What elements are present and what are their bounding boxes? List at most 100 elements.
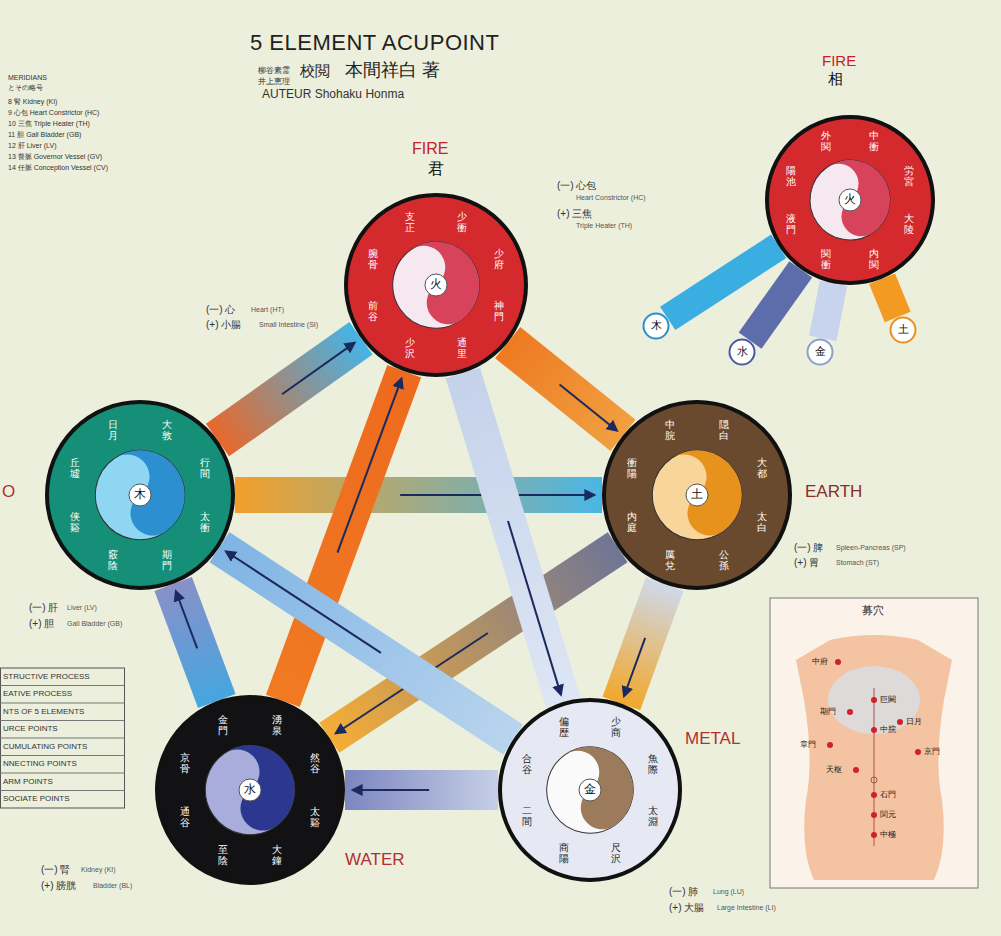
point-name: 中衝 — [869, 130, 879, 152]
point-name: 竅陰 — [108, 549, 118, 571]
point-label: 中府 — [812, 657, 828, 666]
element-badge: 木 — [642, 312, 670, 340]
flow-arrow — [353, 789, 429, 791]
legend-rule — [0, 703, 125, 704]
yin-yang-half — [811, 144, 906, 244]
element-badge: 金 — [806, 338, 834, 366]
point-dot — [827, 742, 833, 748]
ring — [346, 195, 526, 375]
legend-text: EATIVE PROCESS — [3, 689, 72, 698]
point-dot — [871, 697, 877, 703]
caption-text: Gall Bladder (GB) — [66, 620, 123, 628]
point-dot — [871, 832, 877, 838]
element-name: WATER — [345, 850, 405, 870]
band — [823, 283, 834, 338]
point-dot — [915, 749, 921, 755]
element-glyph: 土 — [898, 324, 909, 336]
band — [463, 373, 563, 702]
flow-arrow — [337, 379, 401, 553]
point-name: 京骨 — [180, 752, 190, 774]
caption-text: 12 肝 Liver (LV) — [8, 142, 57, 150]
caption-text: 8 腎 Kidney (KI) — [8, 98, 57, 106]
legend-rule — [0, 738, 125, 739]
cycle-band — [882, 279, 898, 317]
point-label: 天枢 — [826, 765, 842, 774]
legend-text: STRUCTIVE PROCESS — [3, 672, 90, 681]
element-glyph: 火 — [844, 193, 856, 206]
point-name: 太淵 — [648, 805, 658, 827]
point-dot — [853, 767, 859, 773]
caption-text: (一) 心 — [205, 304, 236, 316]
midline — [874, 688, 875, 846]
element-circle: 木大敦行間太衝期門竅陰侠谿丘墟日月 — [45, 400, 235, 590]
flow-arrow — [508, 521, 561, 694]
element-name: 君 — [428, 160, 444, 178]
element-glyph: 金 — [584, 783, 596, 796]
element-name: O — [2, 482, 15, 502]
title: 5 ELEMENT ACUPOINT — [250, 30, 499, 55]
yin-yang-half — [96, 433, 202, 545]
yin-yang-half — [206, 728, 312, 840]
cycle-band — [823, 283, 834, 338]
caption-text: Small Intestine (SI) — [258, 321, 319, 329]
legend-text: SOCIATE POINTS — [3, 794, 70, 803]
point-dot — [871, 792, 877, 798]
point-label: 期門 — [820, 707, 836, 716]
point-name: 液門 — [786, 213, 796, 235]
yin-yang-disc — [635, 433, 759, 557]
point-name: 日月 — [108, 419, 118, 441]
point-name: 行間 — [200, 457, 210, 479]
caption-text: AUTEUR Shohaku Honma — [262, 88, 404, 102]
legend-text: ARM POINTS — [3, 777, 53, 786]
flow-arrow — [226, 551, 381, 652]
element-circle: 土隠白大都太白公孫厲兌内庭衝陽中脘 — [602, 400, 792, 590]
legend-text: URCE POINTS — [3, 724, 58, 733]
cycle-band — [508, 343, 623, 436]
point-name: 衝陽 — [627, 457, 637, 479]
center-disc — [579, 779, 601, 801]
point-name: 侠谿 — [70, 511, 80, 533]
point-name: 商陽 — [559, 842, 569, 864]
point-name: 厲兌 — [665, 549, 675, 571]
caption-text: (+) 胃 — [793, 557, 820, 569]
caption-text: 10 三焦 Triple Heater (TH) — [8, 120, 90, 128]
yin-yang — [188, 728, 312, 852]
yin-yang — [78, 433, 202, 557]
point-name: 少商 — [611, 716, 621, 738]
legend-text: NTS OF 5 ELEMENTS — [3, 707, 84, 716]
point-name: 少沢 — [405, 337, 415, 359]
caption-text: Bladder (BL) — [92, 882, 133, 890]
point-name: 大都 — [757, 457, 767, 479]
point-dot — [871, 727, 877, 733]
band — [508, 343, 623, 436]
caption-text: Liver (LV) — [66, 604, 98, 612]
point-label: 京門 — [924, 747, 940, 756]
caption-text: Kidney (KI) — [80, 866, 117, 874]
element-glyph: 土 — [691, 488, 703, 501]
abdomen-figure — [770, 598, 978, 888]
point-name: 陽池 — [786, 165, 796, 187]
caption-text: Lung (LU) — [712, 888, 745, 896]
yin-yang-half — [547, 730, 650, 838]
navel — [871, 777, 877, 783]
yin-yang-disc — [794, 144, 905, 255]
element-name: 相 — [828, 70, 843, 87]
center-disc — [686, 484, 708, 506]
point-name: 中脘 — [665, 419, 675, 441]
band — [217, 338, 360, 440]
caption-text: 14 任脈 Conception Vessel (CV) — [8, 164, 108, 172]
legend-frame — [1, 668, 125, 808]
element-badge: 土 — [889, 316, 917, 344]
band — [621, 584, 664, 703]
point-dot — [847, 709, 853, 715]
point-name: 神門 — [494, 300, 504, 322]
cycle-band — [345, 790, 498, 791]
point-name: 前谷 — [368, 300, 378, 322]
point-dot — [871, 812, 877, 818]
ring — [157, 697, 343, 883]
ring — [47, 402, 233, 588]
caption-text: (+) 胆 — [28, 618, 55, 630]
caption-text: 11 胆 Gall Bladder (GB) — [8, 131, 81, 139]
point-name: 魚際 — [648, 753, 658, 775]
ring — [767, 117, 933, 283]
